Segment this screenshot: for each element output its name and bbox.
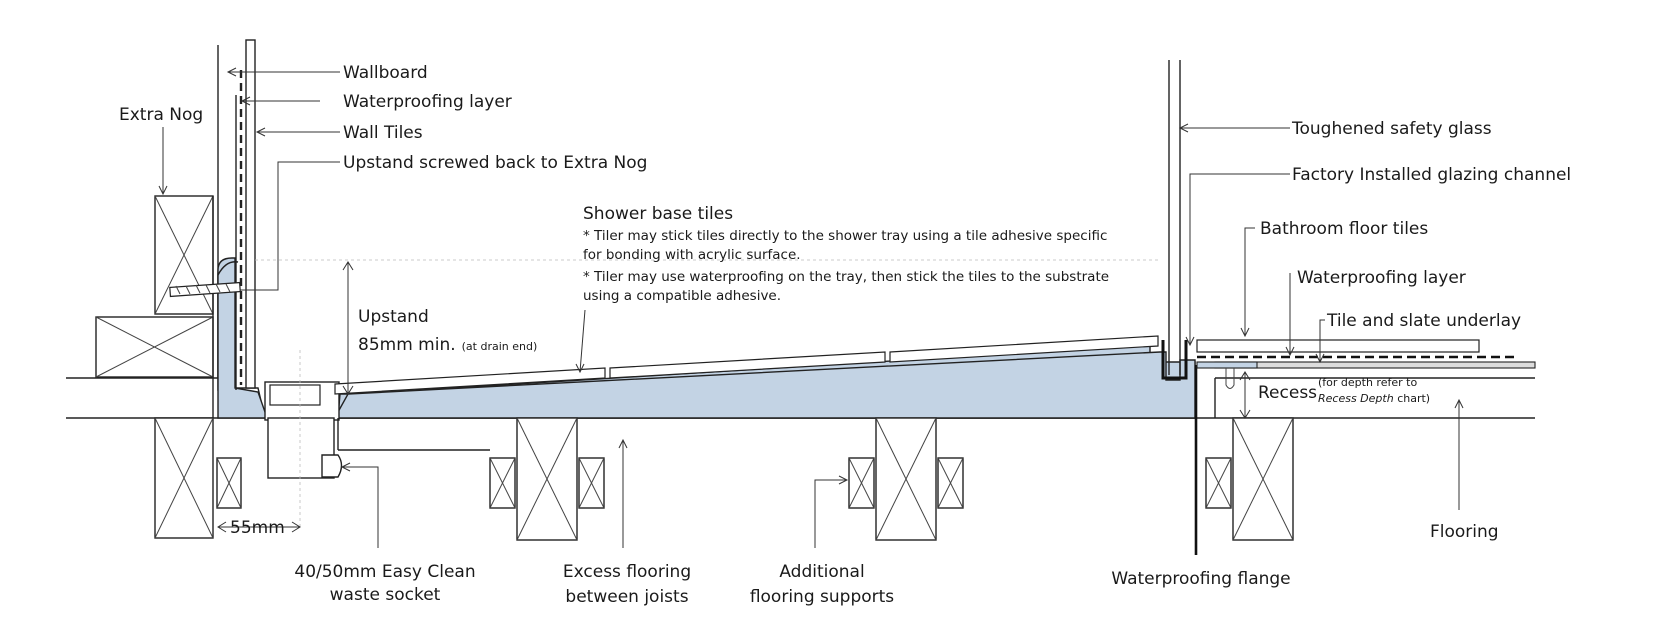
shower-base-tiles [334, 335, 1159, 395]
tile-slate-underlay [1214, 361, 1536, 369]
glazing [1161, 60, 1198, 555]
label-waterproofing-layer-floor: Waterproofing layer [1297, 268, 1466, 288]
guides [217, 259, 1251, 533]
wall-tiles [245, 39, 256, 389]
label-tiler-note-1a: * Tiler may stick tiles directly to the … [583, 228, 1107, 244]
label-upstand: Upstand [358, 307, 429, 327]
label-tile-slate-underlay: Tile and slate underlay [1326, 311, 1521, 331]
label-flooring: Flooring [1430, 522, 1499, 542]
label-extra-nog: Extra Nog [119, 105, 203, 125]
upstand-screw [169, 281, 241, 298]
label-shower-base-tiles: Shower base tiles [583, 204, 733, 224]
label-bathroom-floor-tiles: Bathroom floor tiles [1260, 219, 1428, 239]
label-upstand-screwed: Upstand screwed back to Extra Nog [343, 153, 647, 173]
wall-layers [169, 39, 256, 390]
shower-tray-shell [217, 257, 1196, 419]
leaders [158, 67, 1464, 548]
label-recess-note-b: Recess Depth chart) [1318, 392, 1430, 405]
labels: Wallboard Waterproofing layer Wall Tiles… [119, 63, 1571, 607]
label-excess-flooring-1: Excess flooring [563, 562, 691, 582]
label-waste-socket-1: 40/50mm Easy Clean [294, 562, 475, 582]
label-excess-flooring-2: between joists [565, 587, 688, 607]
wall-framing [95, 45, 242, 539]
label-waterproofing-flange: Waterproofing flange [1111, 569, 1290, 589]
label-tiler-note-2b: using a compatible adhesive. [583, 288, 781, 304]
floor-joists [337, 417, 1294, 541]
label-waste-socket-2: waste socket [330, 585, 441, 605]
waste-socket-outlet [321, 454, 343, 478]
label-dim-55: 55mm [230, 518, 285, 538]
label-upstand-min: 85mm min.(at drain end) [358, 335, 537, 355]
bathroom-floor-tile [1196, 339, 1480, 353]
label-additional-supports-2: flooring supports [750, 587, 894, 607]
drain-outlet [264, 381, 343, 479]
label-additional-supports-1: Additional [779, 562, 864, 582]
floor-buildup [1196, 339, 1536, 389]
label-recess: Recess [1258, 383, 1317, 403]
label-recess-note-a: (for depth refer to [1318, 376, 1417, 389]
label-tiler-note-1b: for bonding with acrylic surface. [583, 247, 801, 263]
label-toughened-glass: Toughened safety glass [1291, 119, 1492, 139]
label-wall-tiles: Wall Tiles [343, 123, 423, 143]
label-waterproofing-layer-wall: Waterproofing layer [343, 92, 512, 112]
label-tiler-note-2a: * Tiler may use waterproofing on the tra… [583, 269, 1109, 285]
label-wallboard: Wallboard [343, 63, 428, 83]
label-glazing-channel: Factory Installed glazing channel [1292, 165, 1571, 185]
glazing-channel [1161, 340, 1188, 380]
